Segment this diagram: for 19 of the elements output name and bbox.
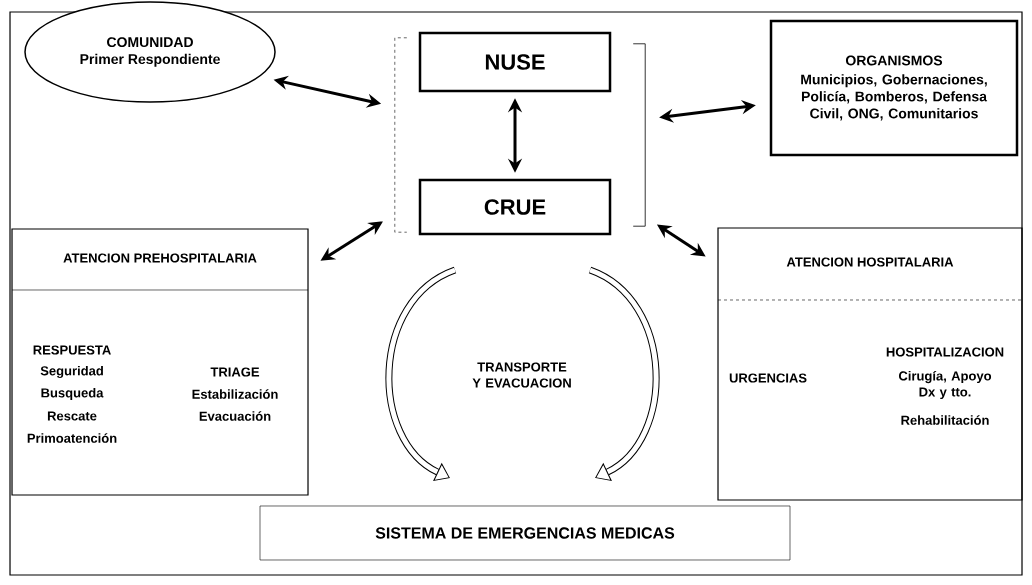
- list-item: Busqueda: [41, 387, 104, 401]
- title-box: SISTEMA DE EMERGENCIAS MEDICAS: [259, 505, 791, 561]
- list-item: Estabilización: [192, 389, 278, 399]
- ellipse-node: COMUNIDAD Primer Respondiente: [24, 1, 276, 103]
- center-label: TRANSPORTE Y EVACUACION: [472, 362, 571, 388]
- list-item: Cirugía, Apoyo Dx y tto.: [898, 370, 992, 400]
- list-item: Seguridad: [40, 365, 103, 379]
- list-heading: RESPUESTA: [33, 345, 111, 355]
- list-item: Evacuación: [199, 411, 271, 421]
- process-box: NUSE: [418, 31, 612, 93]
- process-box: ORGANISMOS Municipios, Gobernaciones, Policía, Bomberos, Defensa Civil, ONG, Comunitarios: [769, 19, 1019, 157]
- bracket: [394, 37, 646, 233]
- list-heading: TRIAGE: [210, 367, 260, 377]
- list-item: Rehabilitación: [901, 415, 989, 425]
- process-box: CRUE: [418, 178, 612, 236]
- list-heading: HOSPITALIZACION: [886, 347, 1004, 357]
- list-heading: URGENCIAS: [729, 373, 807, 383]
- list-item: Primoatención: [27, 433, 117, 443]
- list-item: Rescate: [47, 411, 97, 421]
